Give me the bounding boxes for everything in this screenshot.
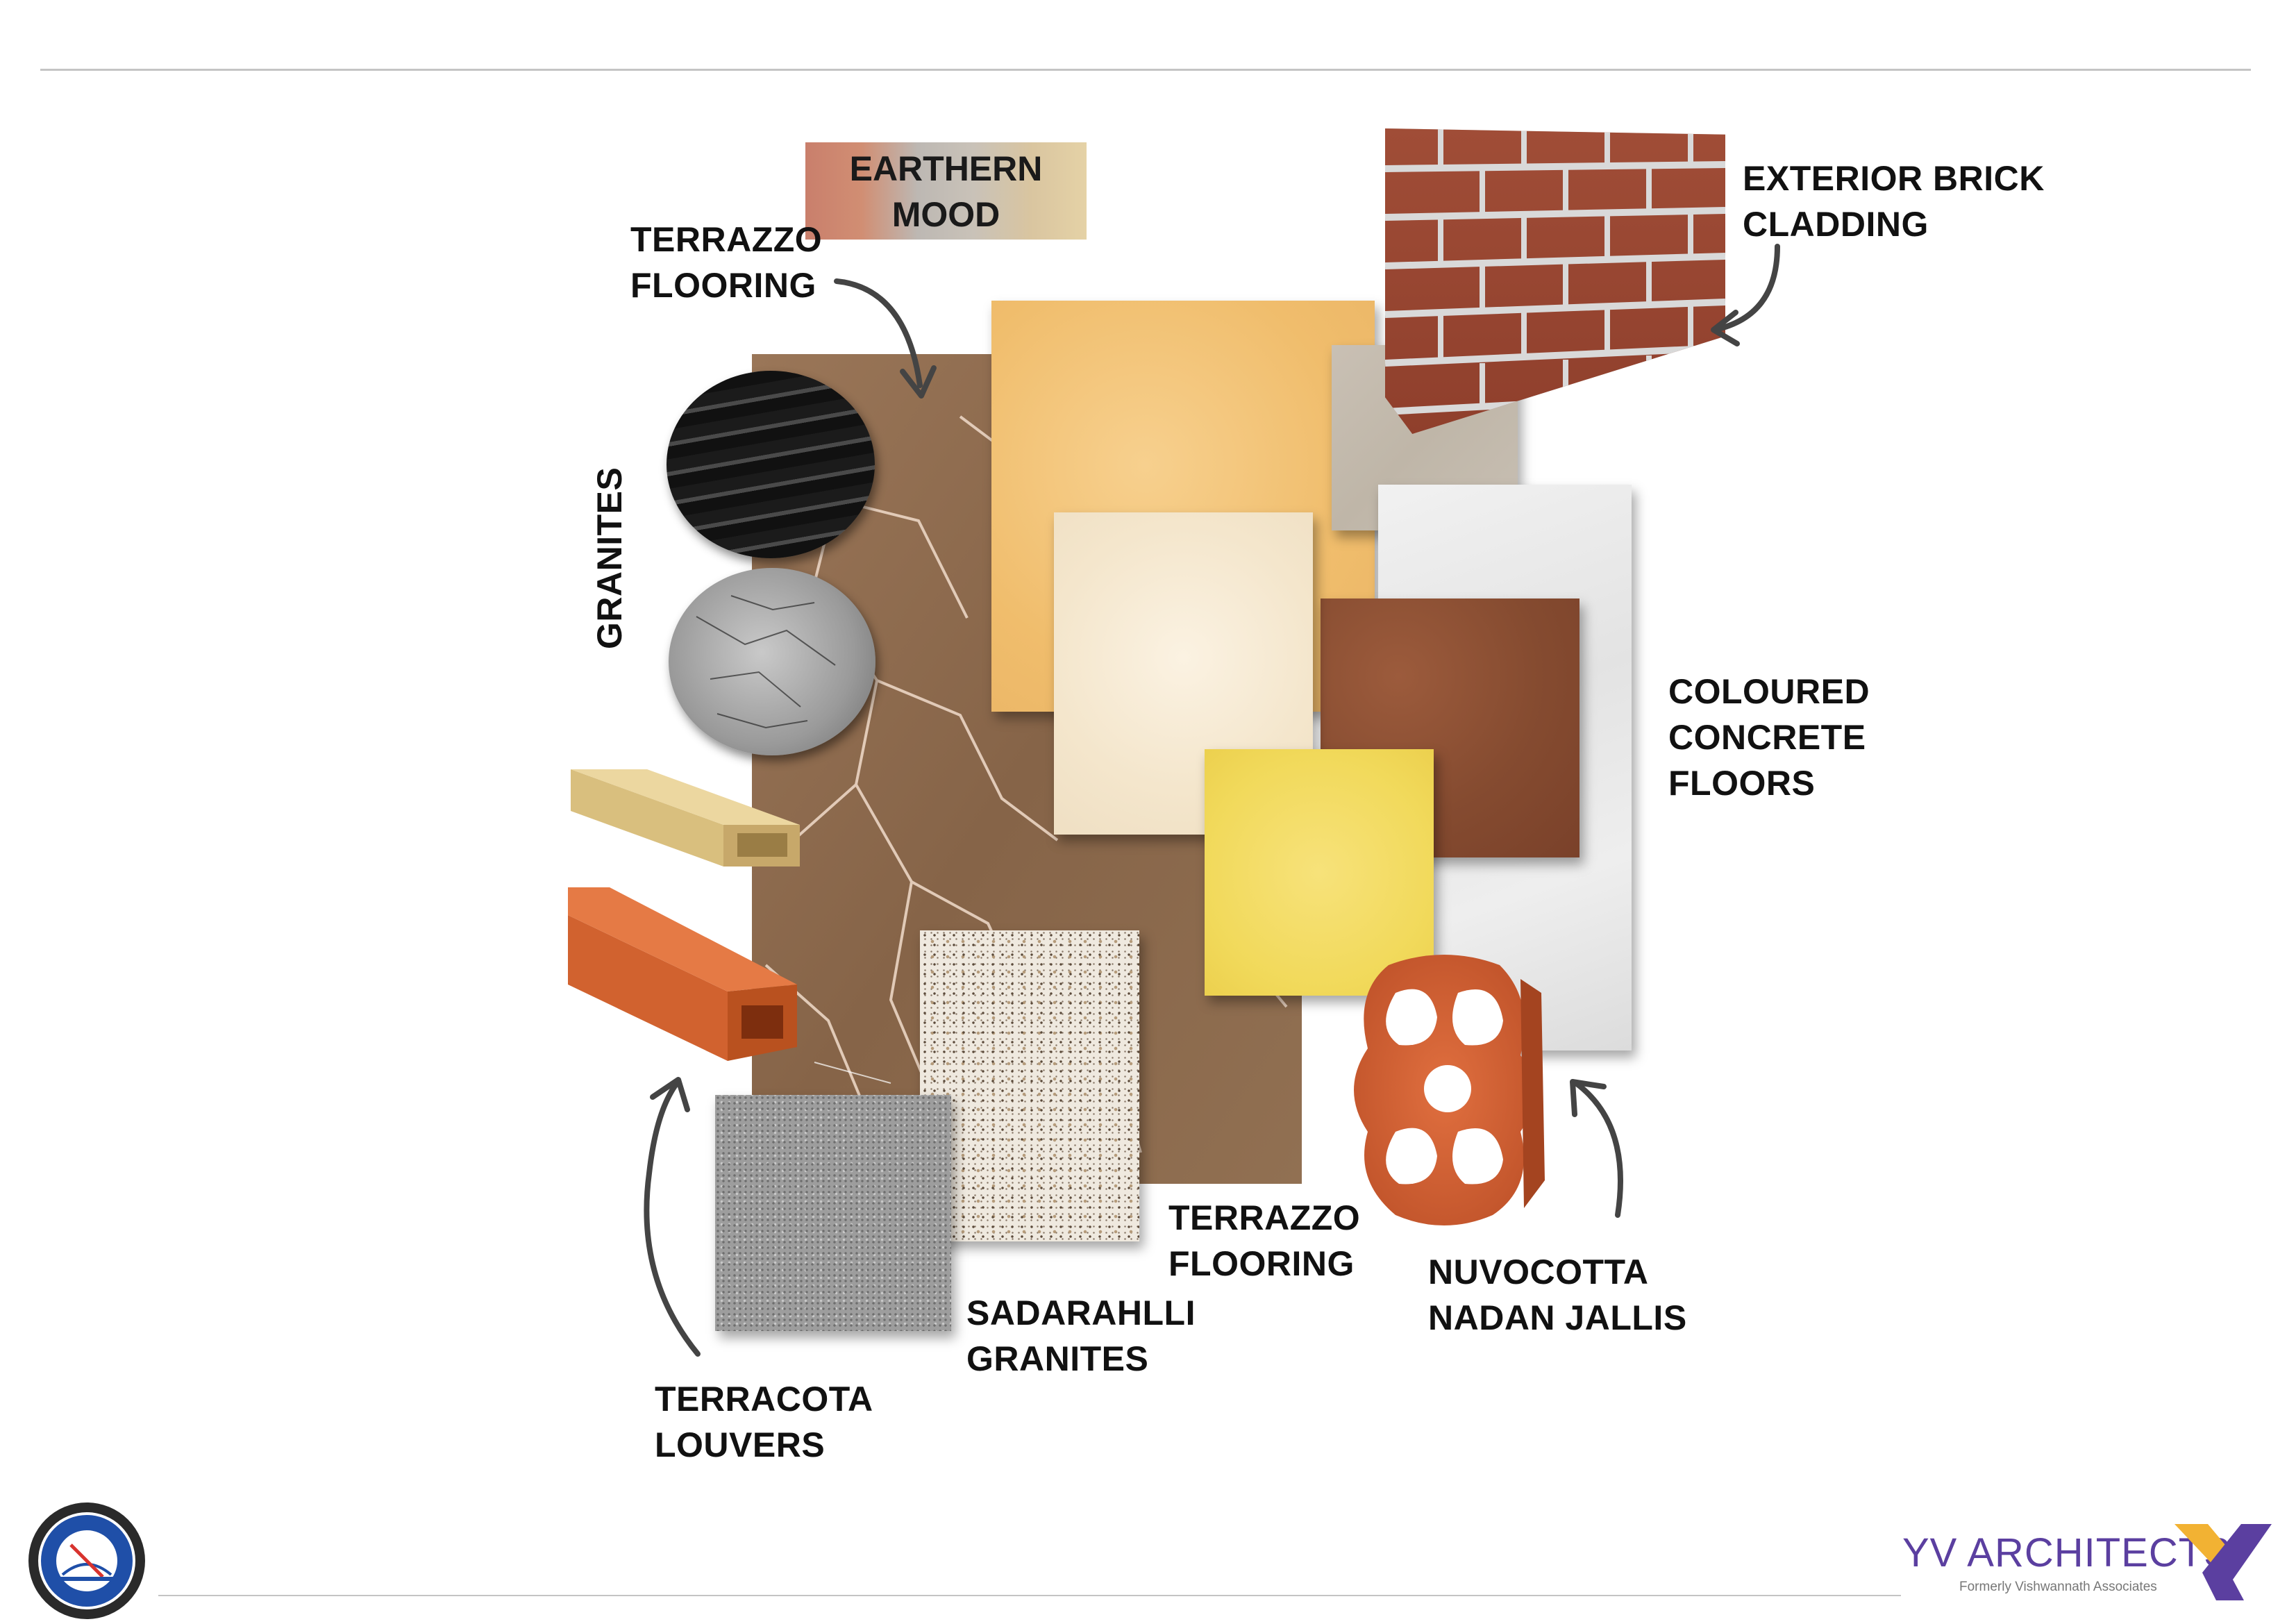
top-divider bbox=[40, 69, 2251, 71]
terracotta-jalli-block bbox=[1340, 951, 1555, 1229]
brand-tagline: Formerly Vishwannath Associates bbox=[1959, 1580, 2157, 1594]
arrow-louvers bbox=[644, 1077, 701, 1357]
label-exterior-brick-cladding: EXTERIOR BRICK CLADDING bbox=[1743, 159, 2045, 244]
sadarahlli-granite-swatch bbox=[920, 930, 1139, 1241]
grey-granite-swatch bbox=[715, 1095, 951, 1331]
label-granites: GRANITES bbox=[590, 467, 629, 649]
arrow-terrazzo-top bbox=[834, 278, 937, 399]
yv-architects-logo: YV ARCHITECTS Formerly Vishwannath Assoc… bbox=[1902, 1524, 2277, 1607]
yv-monogram-icon bbox=[2175, 1524, 2272, 1600]
brand-name: YV ARCHITECTS bbox=[1902, 1530, 2231, 1575]
college-seal-logo bbox=[28, 1502, 146, 1620]
arrow-brick bbox=[1711, 244, 1780, 346]
label-terrazzo-flooring-bottom: TERRAZZO FLOORING bbox=[1168, 1198, 1361, 1283]
beige-louver bbox=[571, 769, 800, 867]
label-coloured-concrete-floors: COLOURED CONCRETE FLOORS bbox=[1668, 672, 1870, 803]
earthern-mood-swatch: EARTHERN MOOD bbox=[805, 142, 1087, 240]
earthern-mood-title: EARTHERN MOOD bbox=[849, 149, 1043, 234]
label-terrazzo-flooring-top: TERRAZZO FLOORING bbox=[630, 220, 823, 305]
arrow-jallis bbox=[1570, 1079, 1623, 1218]
grey-granite-disc bbox=[669, 568, 875, 755]
black-granite-disc bbox=[667, 371, 875, 558]
bottom-divider bbox=[158, 1595, 1901, 1596]
label-nuvocotta-nadan-jallis: NUVOCOTTA NADAN JALLIS bbox=[1428, 1253, 1687, 1337]
label-sadarahlli-granites: SADARAHLLI GRANITES bbox=[966, 1294, 1196, 1378]
yellow-tile-swatch bbox=[1205, 749, 1434, 996]
exterior-brick-swatch bbox=[1385, 128, 1725, 434]
orange-louver bbox=[568, 887, 797, 1061]
label-terracota-louvers: TERRACOTA LOUVERS bbox=[655, 1380, 873, 1464]
